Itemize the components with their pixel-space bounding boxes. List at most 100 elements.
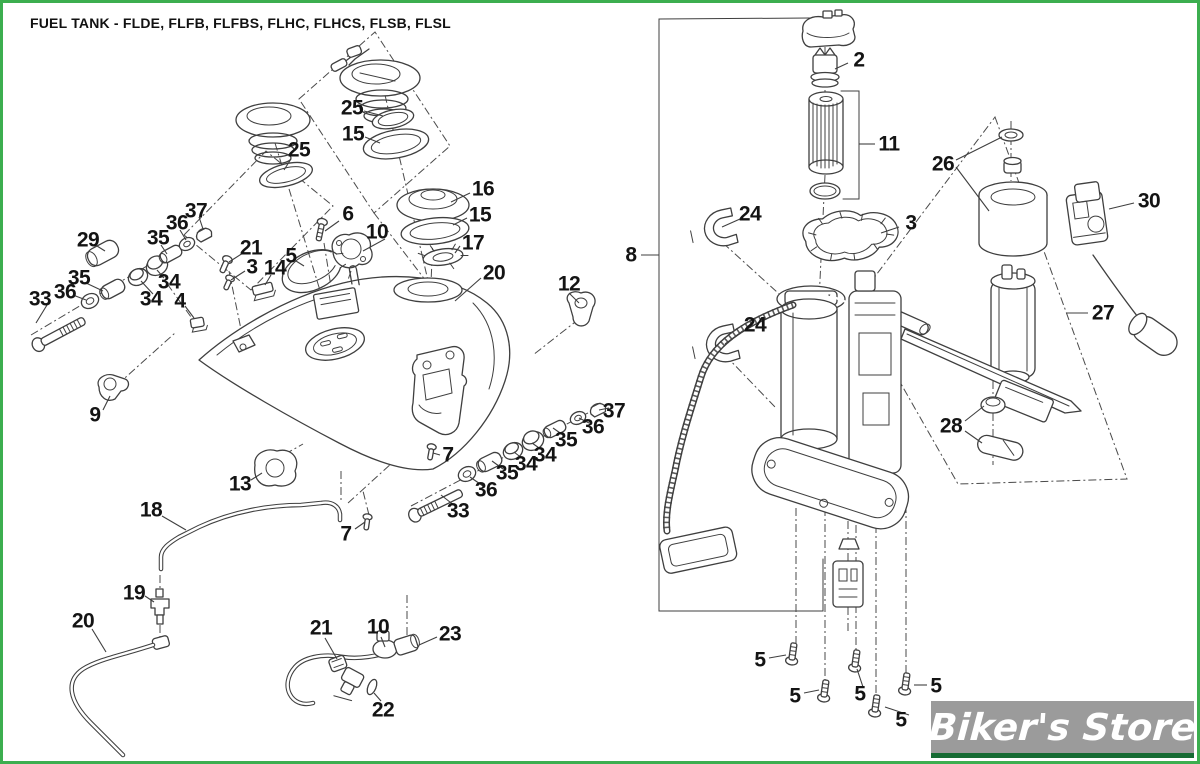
front-bracket-group <box>189 217 373 333</box>
clip-14 <box>251 281 276 302</box>
part-number-34: 34 <box>157 270 181 294</box>
part-number-10: 10 <box>365 220 389 244</box>
clip-24a <box>690 207 739 247</box>
part-number-15: 15 <box>468 203 492 227</box>
electrical-connector <box>832 538 864 608</box>
part-number-5: 5 <box>854 682 866 706</box>
part-number-28: 28 <box>939 414 963 438</box>
screw-3 <box>223 274 235 291</box>
part-number-36: 36 <box>581 415 605 439</box>
part-number-35: 35 <box>146 226 170 250</box>
part-number-23: 23 <box>438 622 462 646</box>
part-number-21: 21 <box>309 616 333 640</box>
keys <box>330 45 370 72</box>
part-number-34: 34 <box>514 452 538 476</box>
seal-and-grommet-26 <box>998 128 1024 174</box>
part-number-22: 22 <box>371 698 395 722</box>
sock-filter <box>659 526 738 574</box>
pump-module-box <box>658 17 824 612</box>
filler-neck-flange <box>393 277 463 303</box>
screw-7 <box>426 443 437 461</box>
part-number-4: 4 <box>174 289 186 313</box>
part-number-34: 34 <box>533 443 557 467</box>
part-number-10: 10 <box>366 615 390 639</box>
check-valve-19 <box>150 588 170 625</box>
exploded-diagram <box>30 9 1178 758</box>
pump-sleeve <box>978 181 1048 257</box>
fuel-line-assembly <box>285 630 420 707</box>
screw-7b <box>362 513 373 531</box>
part-number-30: 30 <box>1137 189 1161 213</box>
part-number-17: 17 <box>461 231 485 255</box>
clip-12 <box>566 291 596 327</box>
part-number-3: 3 <box>246 255 258 279</box>
part-number-7: 7 <box>442 443 454 467</box>
filter-cartridge-11 <box>808 90 860 200</box>
bolt-33b <box>408 489 464 523</box>
part-number-13: 13 <box>228 472 252 496</box>
tank-clips <box>97 291 596 487</box>
screw-6 <box>315 217 328 242</box>
nut-37 <box>196 227 213 243</box>
part-number-35: 35 <box>554 428 578 452</box>
fuel-pump-module <box>659 9 931 718</box>
part-number-14: 14 <box>263 256 287 280</box>
part-number-7: 7 <box>340 522 352 546</box>
store-logo-text: Biker's Store <box>927 705 1198 749</box>
part-number-37: 37 <box>184 199 208 223</box>
part-number-15: 15 <box>341 122 365 146</box>
clip-4 <box>189 316 208 333</box>
part-number-33: 33 <box>28 287 52 311</box>
part-number-21: 21 <box>239 236 263 260</box>
store-logo: Biker's Store <box>928 701 1197 758</box>
screws-5 <box>784 642 912 718</box>
part-number-8: 8 <box>625 243 637 267</box>
leader-ticks <box>35 62 1135 716</box>
part-number-24: 24 <box>738 202 762 226</box>
part-number-16: 16 <box>471 177 495 201</box>
part-number-5: 5 <box>895 708 907 732</box>
elbow-fitting-23 <box>372 630 420 659</box>
part-number-27: 27 <box>1091 301 1115 325</box>
part-number-36: 36 <box>474 478 498 502</box>
part-number-29: 29 <box>76 228 100 252</box>
gasket-3 <box>802 210 899 262</box>
grommet-34 <box>127 267 149 287</box>
part-number-18: 18 <box>139 498 163 522</box>
tank-opening-cover <box>305 327 365 361</box>
part-number-25: 25 <box>340 96 364 120</box>
cam-lock-retainer <box>417 243 469 270</box>
level-sender-30 <box>1065 181 1178 356</box>
part-number-24: 24 <box>743 313 767 337</box>
part-number-3: 3 <box>905 211 917 235</box>
fuel-cap-locking <box>330 45 430 160</box>
part-number-34: 34 <box>139 287 163 311</box>
part-number-2: 2 <box>853 48 865 72</box>
part-number-9: 9 <box>89 403 101 427</box>
hose-20 <box>69 635 170 758</box>
part-number-5: 5 <box>754 648 766 672</box>
part-number-36: 36 <box>53 280 77 304</box>
pump-and-sender-group <box>900 128 1178 461</box>
part-number-36: 36 <box>165 211 189 235</box>
spacer-29 <box>85 239 120 268</box>
part-number-11: 11 <box>878 132 900 156</box>
part-number-25: 25 <box>287 138 311 162</box>
clip-9 <box>97 373 130 401</box>
page-title: FUEL TANK - FLDE, FLFB, FLFBS, FLHC, FLH… <box>30 15 451 31</box>
sleeve-35 <box>99 278 126 300</box>
left-mount-hardware <box>31 227 213 353</box>
flange-cover <box>801 9 856 48</box>
washer-36b <box>178 236 196 252</box>
cap-gasket-stack <box>396 188 470 270</box>
bracket-13 <box>254 449 298 487</box>
part-number-37: 37 <box>602 399 626 423</box>
part-number-5: 5 <box>789 684 801 708</box>
washer-36 <box>80 292 100 310</box>
l-bracket <box>312 265 360 320</box>
bolt-33 <box>31 317 86 353</box>
fuel-tank <box>198 276 511 471</box>
o-ring <box>809 182 841 200</box>
